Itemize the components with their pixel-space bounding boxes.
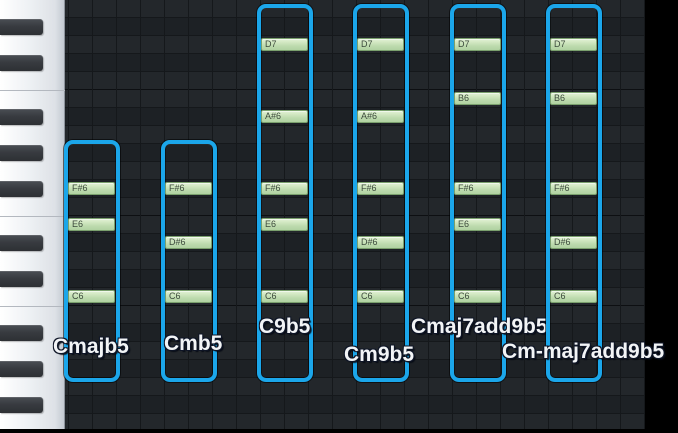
piano-key-fs6[interactable] bbox=[0, 181, 43, 197]
grid-row-g5[interactable] bbox=[65, 378, 645, 396]
piano-key-cs7[interactable] bbox=[0, 55, 43, 71]
grid-row-f5[interactable] bbox=[65, 414, 645, 429]
grid-line bbox=[308, 0, 309, 429]
grid-row-f6[interactable] bbox=[65, 198, 645, 216]
grid-line bbox=[476, 0, 477, 429]
piano-key-as6[interactable] bbox=[0, 109, 43, 125]
grid-row-g6[interactable] bbox=[65, 162, 645, 180]
grid-row-b6[interactable] bbox=[65, 90, 645, 108]
piano-key-as5[interactable] bbox=[0, 325, 43, 341]
grid-row-e6[interactable] bbox=[65, 216, 645, 234]
grid-row-a5[interactable] bbox=[65, 342, 645, 360]
grid-row-cs7[interactable] bbox=[65, 54, 645, 72]
grid-line bbox=[188, 0, 189, 429]
grid-line bbox=[116, 0, 117, 429]
white-key-separator bbox=[0, 90, 65, 91]
grid-row-a6[interactable] bbox=[65, 126, 645, 144]
grid-line bbox=[596, 0, 597, 429]
grid-row-b5[interactable] bbox=[65, 306, 645, 324]
grid-row-c6[interactable] bbox=[65, 288, 645, 306]
piano-key-ds7[interactable] bbox=[0, 19, 43, 35]
piano-key-gs6[interactable] bbox=[0, 145, 43, 161]
white-key-separator bbox=[0, 216, 65, 217]
grid-row-cs6[interactable] bbox=[65, 270, 645, 288]
grid-line bbox=[212, 0, 213, 429]
grid-row-as5[interactable] bbox=[65, 324, 645, 342]
grid-line bbox=[236, 0, 237, 429]
piano-key-fs5[interactable] bbox=[0, 397, 43, 413]
grid-line bbox=[140, 0, 141, 429]
grid-row-ds7[interactable] bbox=[65, 18, 645, 36]
grid-line bbox=[284, 0, 285, 429]
grid-line bbox=[572, 0, 573, 429]
grid-line bbox=[68, 0, 69, 429]
grid-line bbox=[548, 0, 549, 429]
piano-key-gs5[interactable] bbox=[0, 361, 43, 377]
grid-line bbox=[452, 0, 453, 429]
grid-row-as6[interactable] bbox=[65, 108, 645, 126]
grid-row-ds6[interactable] bbox=[65, 234, 645, 252]
grid-row-c7[interactable] bbox=[65, 72, 645, 90]
grid-line bbox=[164, 0, 165, 429]
grid-line bbox=[260, 0, 261, 429]
grid-row-d7[interactable] bbox=[65, 36, 645, 54]
grid-row-fs6[interactable] bbox=[65, 180, 645, 198]
grid-line bbox=[428, 0, 429, 429]
white-key-separator bbox=[0, 306, 65, 307]
piano-key-ds6[interactable] bbox=[0, 235, 43, 251]
grid-line bbox=[356, 0, 357, 429]
grid-line bbox=[524, 0, 525, 429]
grid-row-d6[interactable] bbox=[65, 252, 645, 270]
note-grid[interactable] bbox=[65, 0, 645, 429]
grid-row-gs5[interactable] bbox=[65, 360, 645, 378]
grid-line bbox=[332, 0, 333, 429]
piano-key-cs6[interactable] bbox=[0, 271, 43, 287]
grid-line bbox=[404, 0, 405, 429]
grid-row-e7[interactable] bbox=[65, 0, 645, 18]
grid-line bbox=[380, 0, 381, 429]
grid-line bbox=[500, 0, 501, 429]
grid-line bbox=[620, 0, 621, 429]
grid-row-fs5[interactable] bbox=[65, 396, 645, 414]
grid-row-gs6[interactable] bbox=[65, 144, 645, 162]
grid-line bbox=[92, 0, 93, 429]
grid-line bbox=[644, 0, 645, 429]
piano-keyboard[interactable] bbox=[0, 0, 65, 429]
